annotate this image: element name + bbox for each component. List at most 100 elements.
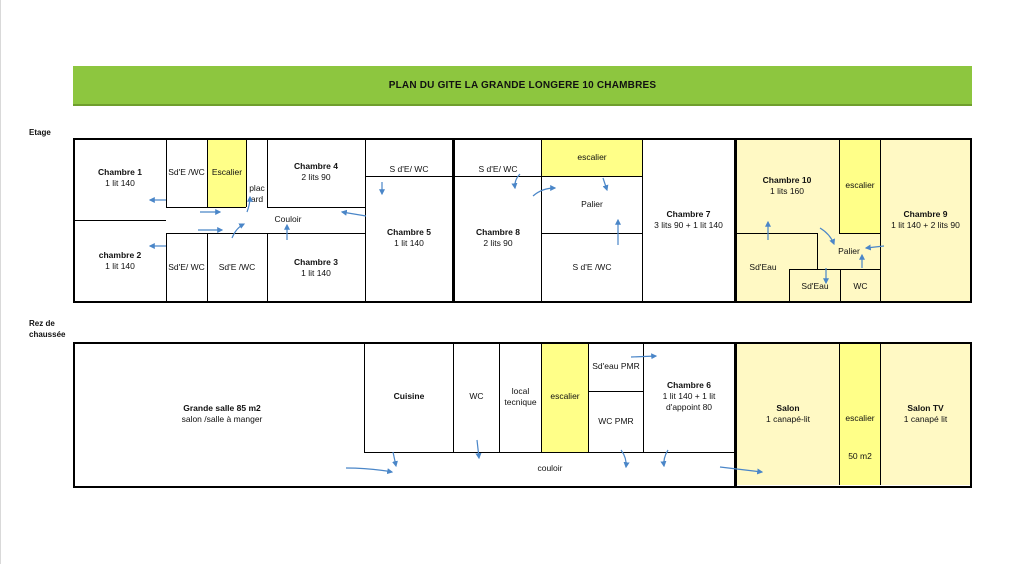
room-beds: 2 lits 90 [301, 172, 331, 182]
placard-line-2: ard [250, 194, 264, 204]
wall [166, 140, 167, 207]
room-chambre-5: Chambre 5 1 lit 140 [366, 227, 452, 249]
room-sdeau-pmr: Sd'eau PMR [592, 361, 640, 371]
wall [365, 140, 366, 301]
room-name: Salon TV [907, 403, 944, 413]
room-escalier-1: Escalier [211, 167, 243, 177]
room-grande-salle: Grande salle 85 m2 salon /salle à manger [160, 403, 284, 425]
room-escalier-3: escalier [845, 180, 875, 190]
wall [364, 344, 365, 452]
wall [880, 140, 881, 301]
room-sde-wc-5: S d'E/ WC [478, 164, 518, 174]
door-arrow [864, 244, 885, 251]
room-escalier-rdc: escalier [550, 391, 580, 401]
room-beds: 1 lit 140 [394, 238, 424, 248]
wall [267, 140, 268, 207]
room-couloir-rdc: couloir [537, 463, 563, 473]
room-sde-wc-6: S d'E /WC [572, 262, 612, 272]
room-name: Chambre 9 [903, 209, 948, 219]
room-cuisine: Cuisine [393, 391, 425, 401]
level-label-etage: Etage [29, 128, 51, 137]
wall [207, 233, 208, 301]
door-arrow [532, 185, 557, 197]
wall-separator-rdc [734, 342, 737, 488]
wall [166, 207, 246, 208]
room-wc-pmr: WC PMR [598, 416, 634, 426]
wall [541, 233, 642, 234]
wall [588, 391, 643, 392]
door-arrow [345, 467, 394, 475]
wall [541, 140, 542, 301]
wall [453, 344, 454, 452]
wall-separator-1 [452, 138, 455, 303]
wall [541, 344, 542, 452]
wall [839, 344, 840, 485]
level-label-rdc: Rez de chaussée [29, 319, 66, 339]
room-chambre-4: Chambre 4 2 lits 90 [267, 161, 365, 183]
door-arrow [719, 466, 764, 475]
room-beds: 1 lit 140 [105, 178, 135, 188]
room-name: Chambre 5 [387, 227, 431, 237]
room-chambre-1: Chambre 1 1 lit 140 [86, 167, 154, 189]
room-desc: 1 canapé lit [903, 414, 948, 424]
door-arrow [602, 177, 609, 192]
wall [246, 140, 247, 207]
escalier-3-fill [840, 140, 880, 233]
room-local-technique: local tecnique [500, 386, 541, 408]
room-placard: plac ard [247, 183, 267, 205]
room-beds-1: 1 lit 140 + 1 lit [662, 391, 716, 401]
room-chambre-9: Chambre 9 1 lit 140 + 2 lits 90 [881, 209, 970, 231]
room-chambre-3: Chambre 3 1 lit 140 [267, 257, 365, 279]
room-name: Chambre 4 [294, 161, 338, 171]
room-desc: salon /salle à manger [181, 414, 263, 424]
etage-outer-wall [73, 138, 972, 303]
plan-title-banner: PLAN DU GITE LA GRANDE LONGERE 10 CHAMBR… [73, 66, 972, 106]
wall-separator-2 [734, 138, 737, 303]
door-arrow [819, 227, 836, 246]
room-escalier-2: escalier [577, 152, 607, 162]
page-edge [0, 0, 1, 564]
room-name: Salon [776, 403, 800, 413]
wall [789, 269, 790, 301]
room-escalier-rdc-2: escalier [845, 413, 875, 423]
door-arrow [620, 449, 630, 469]
room-wc-etage: WC [853, 281, 868, 291]
room-desc: 1 canapé-lit [766, 414, 810, 424]
rdc-outer-wall [73, 342, 972, 488]
wall [817, 233, 818, 269]
door-arrow [660, 449, 669, 468]
room-palier-2: Palier [838, 246, 860, 256]
room-name: Chambre 8 [476, 227, 520, 237]
wall [737, 233, 817, 234]
door-arrow [340, 209, 367, 217]
room-sdeau-1: Sd'Eau [749, 262, 777, 272]
wall [365, 176, 452, 177]
wall [267, 207, 365, 208]
room-beds-2: d'appoint 80 [665, 402, 713, 412]
wall [839, 140, 840, 233]
room-name: Chambre 1 [98, 167, 142, 177]
room-sde-wc-3: Sd'E /WC [218, 262, 256, 272]
room-beds: 1 lit 140 + 2 lits 90 [891, 220, 960, 230]
room-sde-wc-4: S d'E/ WC [389, 164, 429, 174]
room-name: Chambre 10 [762, 175, 812, 185]
room-name: chambre 2 [98, 250, 142, 260]
room-name: Chambre 7 [666, 209, 711, 219]
room-sde-wc-1: Sd'E /WC [168, 167, 205, 177]
plan-title: PLAN DU GITE LA GRANDE LONGERE 10 CHAMBR… [388, 79, 657, 91]
room-chambre-8: Chambre 8 2 lits 90 [455, 227, 541, 249]
room-beds: 1 lits 160 [769, 186, 805, 196]
room-beds: 1 lit 140 [105, 261, 135, 271]
room-beds: 1 lit 140 [301, 268, 331, 278]
room-beds: 2 lits 90 [483, 238, 513, 248]
local-line-2: tecnique [504, 397, 537, 407]
wall [643, 344, 644, 452]
room-name: Chambre 3 [294, 257, 338, 267]
door-arrow [475, 439, 482, 460]
room-name: Chambre 6 [667, 380, 711, 390]
escalier-rdc-2-fill [840, 344, 880, 485]
wall [588, 344, 589, 452]
door-arrow [246, 195, 253, 213]
room-sde-wc-2: Sd'E/ WC [168, 262, 205, 272]
